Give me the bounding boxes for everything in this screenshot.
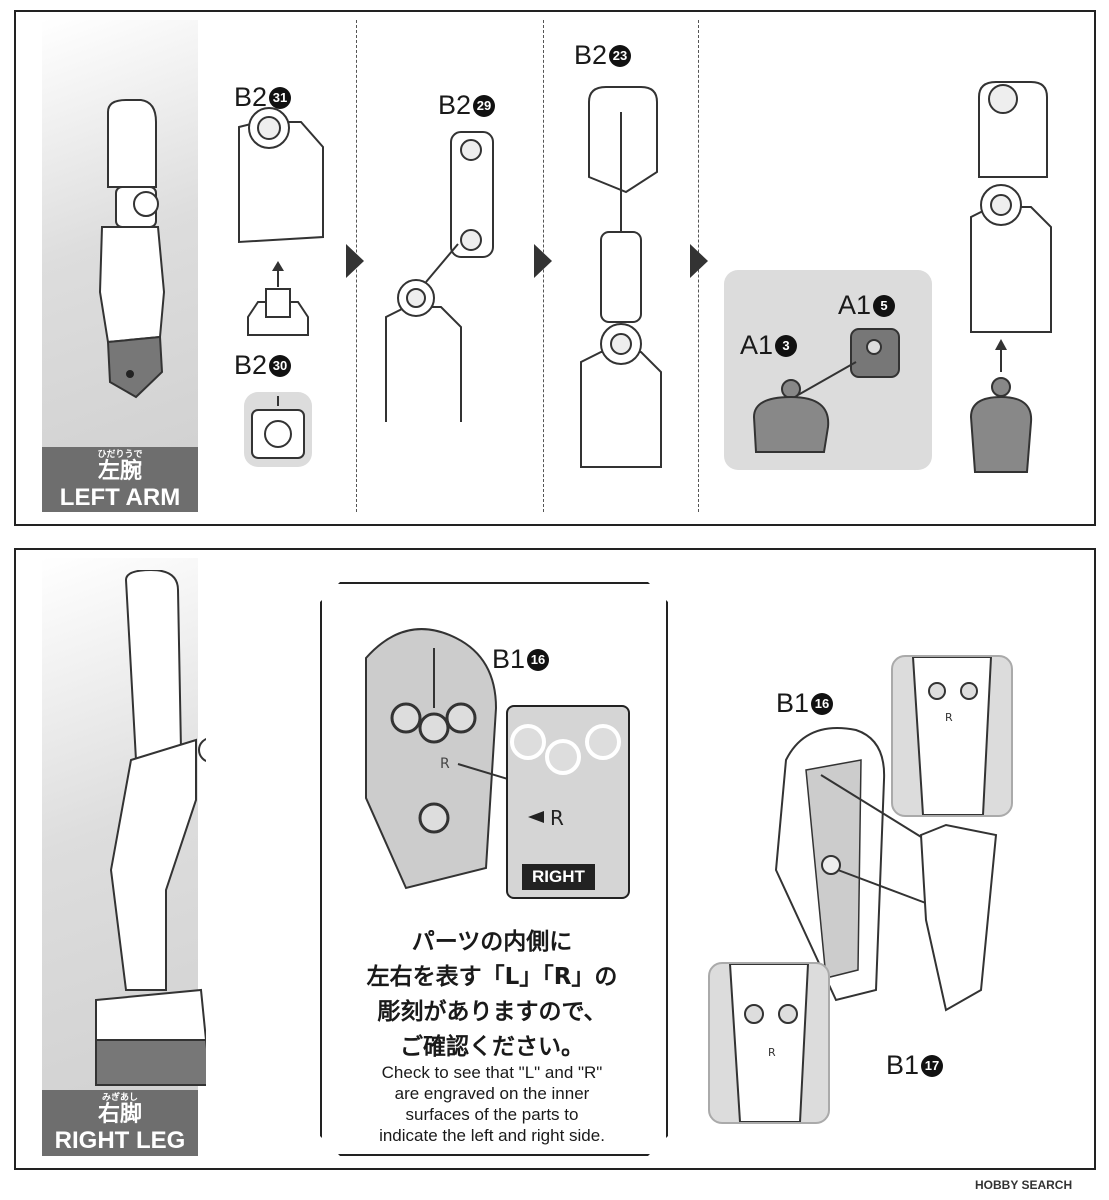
engraving-zoom-callout: R RIGHT bbox=[506, 705, 630, 899]
b1-16-b1-17-assembly-drawing bbox=[774, 727, 998, 1012]
left-arm-overview-drawing bbox=[98, 99, 166, 399]
part-number: 31 bbox=[269, 86, 292, 109]
upper-detail-callout: R bbox=[891, 655, 1013, 817]
part-code: A1 bbox=[838, 290, 872, 320]
lower-detail-callout: R bbox=[708, 962, 830, 1124]
part-code: B2 bbox=[234, 350, 268, 380]
right-leg-ruby: みぎあし bbox=[101, 1093, 138, 1103]
part-number: 5 bbox=[873, 294, 896, 317]
part-b2-31-drawing bbox=[238, 107, 324, 244]
note-jp-line: パーツの内側に bbox=[411, 929, 573, 955]
b2-30-top-view-icon bbox=[251, 396, 305, 459]
left-arm-ruby: ひだりうで bbox=[97, 450, 143, 460]
note-jp-line: 彫刻がありますので、 bbox=[377, 999, 607, 1025]
assembled-left-arm-drawing bbox=[969, 81, 1052, 473]
note-en-line: indicate the left and right side. bbox=[379, 1126, 605, 1145]
part-number: 17 bbox=[921, 1054, 944, 1077]
part-code: B2 bbox=[574, 40, 608, 70]
note-en-line: surfaces of the parts to bbox=[405, 1105, 579, 1124]
part-b2-23-assembly-drawing bbox=[580, 86, 662, 468]
part-number: 3 bbox=[775, 334, 798, 357]
part-code: B2 bbox=[234, 82, 268, 112]
right-leg-overview-drawing bbox=[95, 570, 206, 1086]
detail-r-mark: R bbox=[768, 1046, 776, 1059]
note-en-line: are engraved on the inner bbox=[394, 1084, 590, 1103]
part-code: A1 bbox=[740, 330, 774, 360]
right-leg-title-jp: 右脚 bbox=[97, 1102, 142, 1127]
part-number: 23 bbox=[609, 44, 632, 67]
engraving-r-zoom-mark: R bbox=[550, 806, 564, 830]
left-arm-label: ひだりうで 左腕 LEFT ARM bbox=[42, 447, 198, 512]
lower-detail-drawing: R bbox=[728, 963, 810, 1123]
note-text-jp: パーツの内側に 左右を表す「L」「R」の 彫刻がありますので、 ご確認ください。 bbox=[336, 925, 648, 1065]
note-jp-line: 左右を表す「L」「R」の bbox=[366, 964, 618, 990]
part-b2-30-drawing bbox=[247, 261, 309, 336]
note-text-en: Check to see that "L" and "R" are engrav… bbox=[332, 1062, 652, 1146]
part-number: 29 bbox=[473, 94, 496, 117]
next-step-arrow-icon bbox=[534, 244, 552, 278]
note-jp-line: ご確認ください。 bbox=[400, 1034, 584, 1060]
hand-parts-drawing bbox=[752, 328, 900, 453]
left-arm-title-en: LEFT ARM bbox=[59, 484, 181, 511]
next-step-arrow-icon bbox=[690, 244, 708, 278]
part-code: B2 bbox=[438, 90, 472, 120]
part-b2-29-drawing bbox=[385, 131, 494, 422]
part-code: B1 bbox=[492, 644, 526, 674]
note-en-line: Check to see that "L" and "R" bbox=[381, 1063, 603, 1082]
next-step-arrow-icon bbox=[346, 244, 364, 278]
engraving-r-mark: R bbox=[440, 756, 450, 772]
part-number: 16 bbox=[811, 692, 834, 715]
detail-r-mark: R bbox=[945, 711, 953, 724]
part-number: 16 bbox=[527, 648, 550, 671]
part-code: B1 bbox=[886, 1050, 920, 1080]
part-number: 30 bbox=[269, 354, 292, 377]
b2-30-detail-callout bbox=[244, 392, 312, 467]
engraving-zoom-drawing: R bbox=[510, 724, 621, 830]
right-leg-label: みぎあし 右脚 RIGHT LEG bbox=[42, 1090, 198, 1156]
right-tag: RIGHT bbox=[522, 864, 595, 890]
b1-16-inner-view-drawing: R bbox=[365, 628, 522, 890]
part-code: B1 bbox=[776, 688, 810, 718]
right-leg-title-en: RIGHT LEG bbox=[54, 1127, 186, 1154]
left-arm-title-jp: 左腕 bbox=[97, 459, 142, 484]
hobby-search-watermark: HOBBY SEARCH bbox=[975, 1178, 1073, 1192]
